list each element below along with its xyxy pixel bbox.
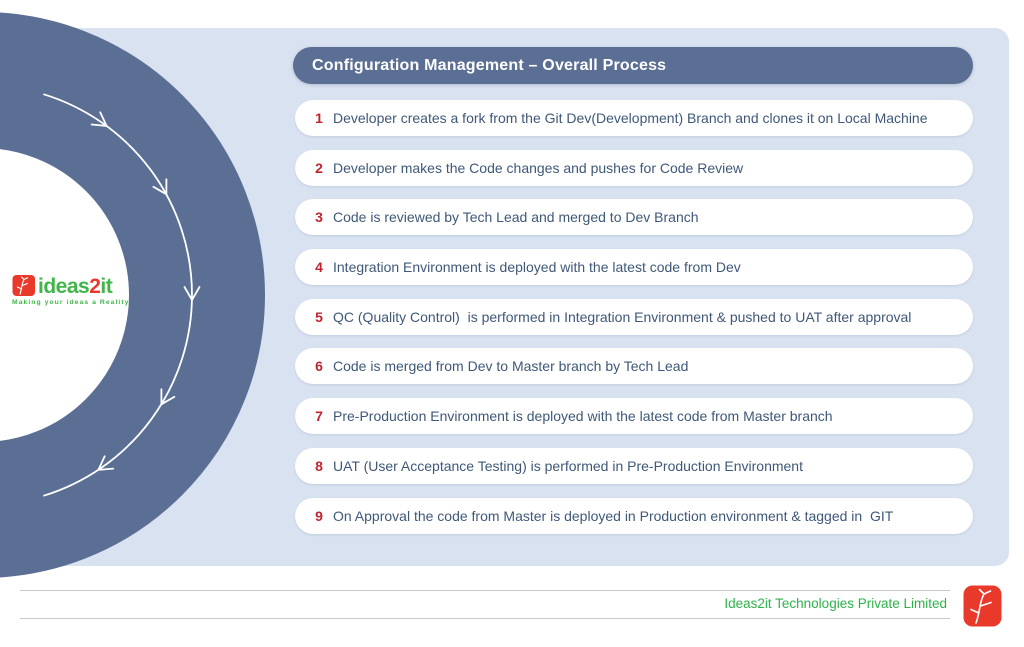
step-row: 2 Developer makes the Code changes and pu…: [295, 149, 973, 186]
step-row: 5 QC (Quality Control) is performed in In…: [295, 298, 973, 335]
step-row: 4 Integration Environment is deployed wit…: [295, 249, 973, 286]
step-row: 6 Code is merged from Dev to Master branc…: [295, 348, 973, 385]
step-text: QC (Quality Control) is performed in Int…: [333, 308, 912, 325]
ideas2it-logo: ideas2it Making your ideas a Reality: [12, 274, 142, 306]
footer-company-name: Ideas2it Technologies Private Limited: [724, 596, 947, 611]
ring-inner-circle: [0, 149, 129, 441]
ideas2it-wordmark: ideas2it: [38, 275, 113, 298]
chevron-arrowhead-icons: [90, 111, 201, 471]
process-ring: [0, 12, 265, 578]
slide-title-bar: Configuration Management – Overall Proce…: [293, 47, 973, 84]
step-text: Code is reviewed by Tech Lead and merged…: [333, 209, 699, 226]
ideas2it-logo-icon: [12, 275, 35, 296]
arrowhead-icon: [90, 111, 109, 127]
step-text: On Approval the code from Master is depl…: [333, 507, 894, 524]
step-number: 6: [315, 358, 323, 375]
step-text: Code is merged from Dev to Master branch…: [333, 358, 689, 375]
step-number: 5: [315, 308, 323, 325]
step-number: 4: [315, 259, 323, 276]
step-number: 2: [315, 159, 323, 176]
steps-list: 1 Developer creates a fork from the Git D…: [295, 100, 973, 534]
ring-band: [0, 12, 265, 578]
arrowhead-icon: [160, 388, 176, 406]
step-text: Pre-Production Environment is deployed w…: [333, 408, 833, 425]
step-row: 8 UAT (User Acceptance Testing) is perfor…: [295, 447, 973, 484]
step-number: 3: [315, 209, 323, 226]
process-arrow-arc: [43, 93, 193, 497]
step-number: 9: [315, 507, 323, 524]
step-text: Developer makes the Code changes and pus…: [333, 159, 744, 176]
step-number: 7: [315, 408, 323, 425]
step-number: 1: [315, 110, 323, 126]
step-text: Developer creates a fork from the Git De…: [333, 110, 928, 126]
arrowhead-icon: [152, 178, 168, 196]
step-row: 3 Code is reviewed by Tech Lead and merge…: [295, 199, 973, 236]
arrowhead-icon: [96, 455, 115, 471]
step-row: 9 On Approval the code from Master is dep…: [295, 497, 973, 534]
arrowhead-icon: [183, 286, 201, 302]
step-text: Integration Environment is deployed with…: [333, 259, 741, 276]
step-row: 7 Pre-Production Environment is deployed …: [295, 398, 973, 435]
step-row: 1 Developer creates a fork from the Git D…: [295, 100, 973, 136]
footer-divider-bottom: [20, 618, 950, 619]
step-number: 8: [315, 457, 323, 474]
footer-logo-icon: [963, 585, 1002, 627]
slide-title: Configuration Management – Overall Proce…: [312, 56, 667, 74]
wordmark-2: 2: [89, 275, 101, 298]
logo-tagline: Making your ideas a Reality: [12, 299, 130, 306]
footer-divider-top: [20, 590, 950, 591]
wordmark-it: it: [100, 275, 113, 298]
wordmark-ideas: ideas: [38, 275, 90, 298]
step-text: UAT (User Acceptance Testing) is perform…: [333, 457, 803, 474]
